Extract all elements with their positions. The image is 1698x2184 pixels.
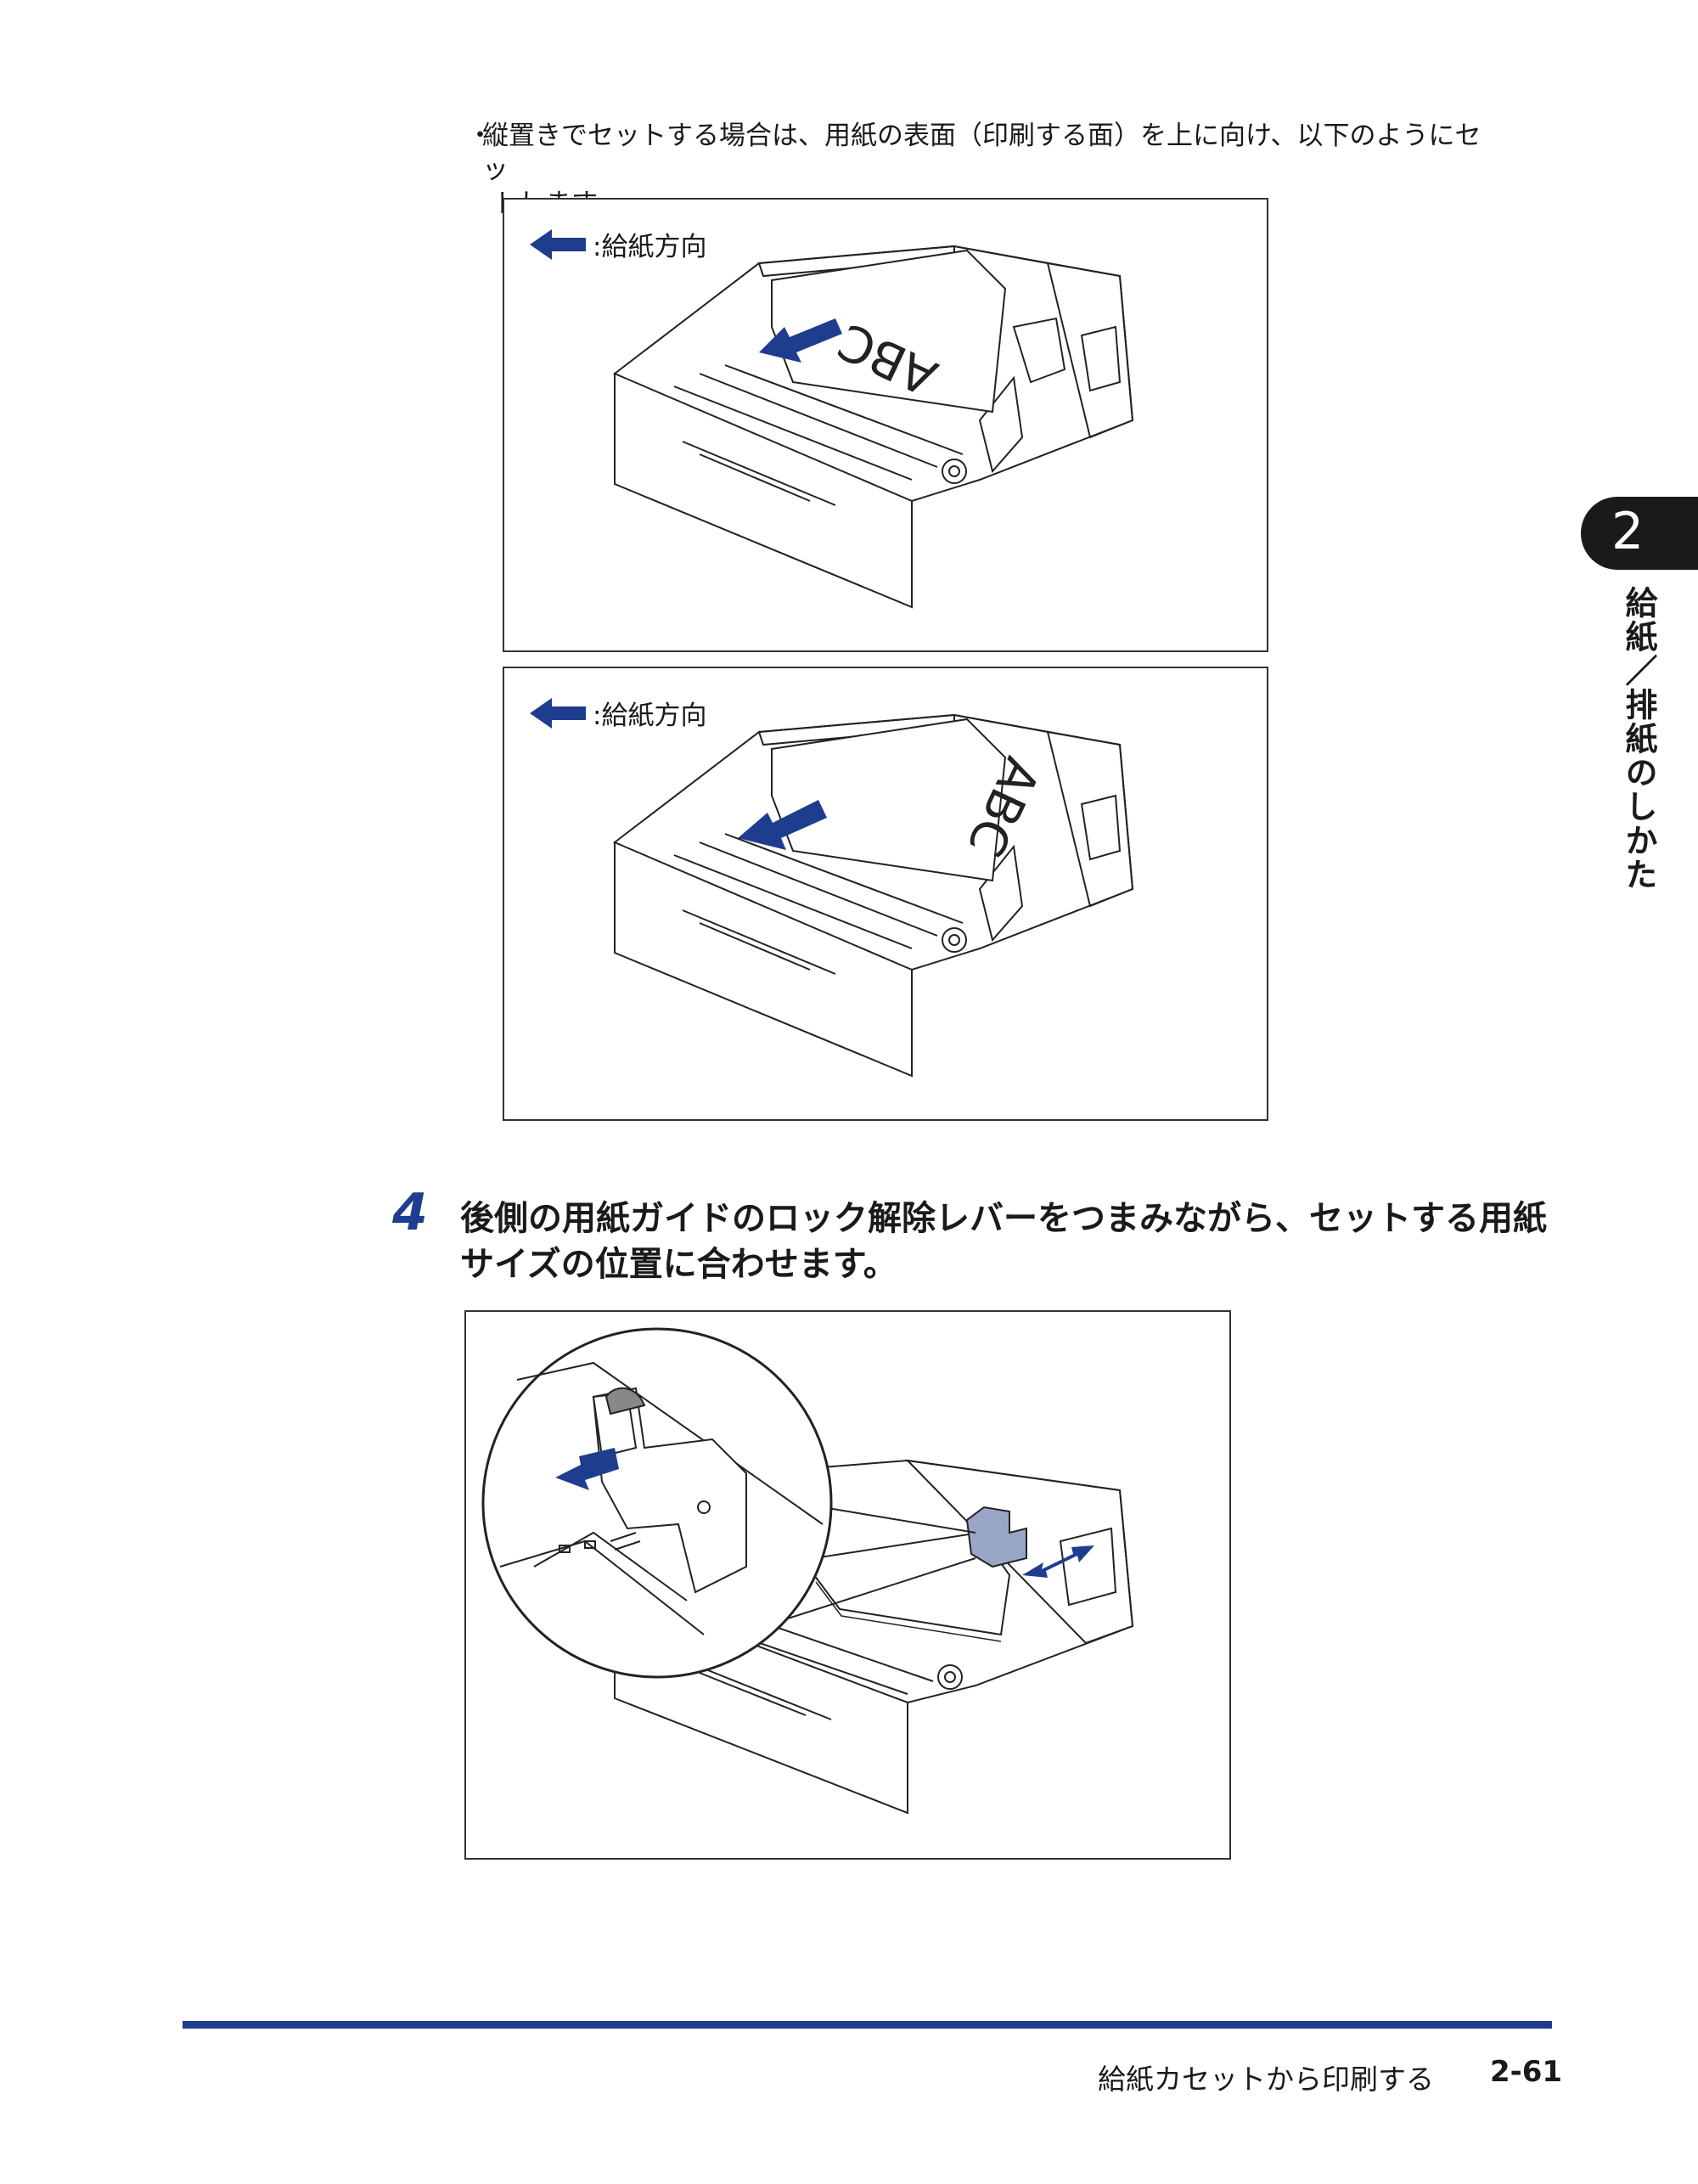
chapter-title: 給紙／排紙のしかた (1620, 586, 1657, 892)
cassette-figure-portrait-1: :給紙方向 ABC (503, 198, 1268, 652)
step-instruction: 後側の用紙ガイドのロック解除レバーをつまみながら、セットする用紙サイズの位置に合… (460, 1199, 1547, 1284)
feed-direction-label: :給紙方向 (593, 701, 707, 731)
chapter-tab: 2 (1581, 497, 1698, 570)
feed-arrow-icon (530, 228, 586, 260)
page-number: 2-61 (1490, 2055, 1563, 2089)
footer-section-title: 給紙カセットから印刷する (1098, 2063, 1434, 2096)
feed-direction-legend: :給紙方向 (530, 225, 706, 267)
paper-cassette-illustration: ABC (613, 713, 1134, 1078)
feed-direction-legend: :給紙方向 (530, 694, 706, 736)
intro-line-1: 縦置きでセットする場合は、用紙の表面（印刷する面）を上に向け、以下のようにセッ (482, 121, 1482, 185)
cassette-figure-portrait-2: :給紙方向 ABC (503, 667, 1268, 1121)
intro-paragraph: ・ 縦置きでセットする場合は、用紙の表面（印刷する面）を上に向け、以下のようにセ… (467, 119, 1494, 221)
feed-arrow-icon (530, 697, 586, 729)
bullet-mark: ・ (467, 121, 493, 151)
footer-rule (183, 2021, 1552, 2029)
paper-cassette-illustration: ABC (613, 245, 1134, 609)
paper-guide-illustration (481, 1327, 1134, 1815)
guide-adjust-figure (464, 1310, 1231, 1860)
chapter-number: 2 (1611, 502, 1645, 561)
feed-direction-label: :給紙方向 (593, 232, 707, 262)
step-number: 4 (392, 1183, 428, 1242)
